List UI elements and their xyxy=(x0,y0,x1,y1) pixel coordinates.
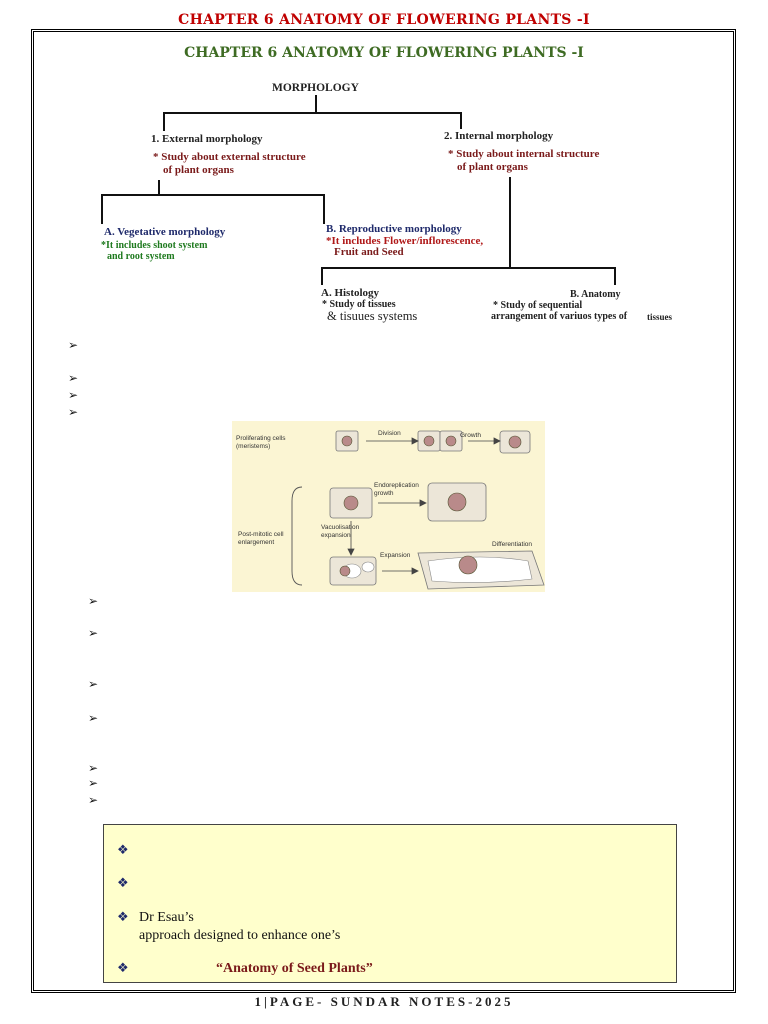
arrow-bullet: ➢ xyxy=(88,711,99,725)
connector-histology-v xyxy=(321,267,323,285)
connector-internal-h xyxy=(321,267,616,269)
page-border xyxy=(31,29,736,993)
node-external-title: 1. External morphology xyxy=(151,133,263,145)
label-expansion: Expansion xyxy=(380,552,411,559)
note-box: ❖ ❖ ❖ Dr Esau’s approach designed to enh… xyxy=(103,824,677,983)
arrow-bullet: ➢ xyxy=(68,338,79,352)
note-esau-line2: approach designed to enhance one’s xyxy=(139,928,341,943)
cell-growth-figure: Proliferating cells (meristems) Division… xyxy=(232,421,545,592)
label-growth: Growth xyxy=(460,432,481,439)
node-anatomy-title: B. Anatomy xyxy=(570,289,621,300)
connector-root-h xyxy=(163,112,462,114)
connector-external-down xyxy=(158,180,160,195)
node-external-desc2: of plant organs xyxy=(163,164,234,176)
arrow-bullet: ➢ xyxy=(88,793,99,807)
connector-root-v xyxy=(315,95,317,113)
diamond-bullet: ❖ xyxy=(117,876,129,891)
arrow-bullet: ➢ xyxy=(88,761,99,775)
diamond-bullet: ❖ xyxy=(117,843,129,858)
connector-external-v xyxy=(163,112,165,131)
arrow-bullet: ➢ xyxy=(88,677,99,691)
page-header-title: CHAPTER 6 ANATOMY OF FLOWERING PLANTS -I xyxy=(178,12,590,28)
arrow-bullet: ➢ xyxy=(88,594,99,608)
connector-internal-v xyxy=(460,112,462,129)
label-postmitotic: Post-mitotic cell enlargement xyxy=(238,531,284,546)
node-reproductive-desc2: Fruit and Seed xyxy=(334,246,404,258)
connector-anatomy-v xyxy=(614,267,616,285)
arrow-bullet: ➢ xyxy=(88,626,99,640)
arrow-bullet: ➢ xyxy=(88,776,99,790)
node-vegetative-desc2: and root system xyxy=(107,251,175,262)
node-histology-desc1: * Study of tissues xyxy=(322,299,396,310)
node-anatomy-desc1: * Study of sequential xyxy=(493,300,583,311)
connector-external-h xyxy=(101,194,325,196)
node-internal-title: 2. Internal morphology xyxy=(444,130,554,142)
node-reproductive-desc1: *It includes Flower/inflorescence, xyxy=(326,235,484,247)
node-vegetative-desc1: *It includes shoot system xyxy=(101,240,208,251)
diamond-bullet: ❖ xyxy=(117,910,129,925)
note-book-title: “Anatomy of Seed Plants” xyxy=(216,961,373,976)
chapter-title: CHAPTER 6 ANATOMY OF FLOWERING PLANTS -I xyxy=(184,45,584,61)
node-external-desc1: * Study about external structure xyxy=(153,151,306,163)
label-proliferating: Proliferating cells (meristems) xyxy=(236,435,286,450)
node-vegetative-title: A. Vegetative morphology xyxy=(104,226,226,238)
node-anatomy-desc3: tissues xyxy=(647,312,673,322)
label-vacuolisation: Vacuolisation expansion xyxy=(321,524,360,539)
node-morphology: MORPHOLOGY xyxy=(272,82,359,94)
connector-vegetative-v xyxy=(101,194,103,224)
note-esau-line1: Dr Esau’s xyxy=(139,910,194,925)
connector-reproductive-v xyxy=(323,194,325,224)
page-footer: 1|PAGE- SUNDAR NOTES-2025 xyxy=(254,994,514,1009)
cell-growth-drawing xyxy=(291,430,545,590)
arrow-bullet: ➢ xyxy=(68,371,79,385)
label-differentiation: Differentiation xyxy=(492,541,532,548)
node-internal-desc2: of plant organs xyxy=(457,161,528,173)
label-endoreplication: Endoreplication growth xyxy=(374,482,419,497)
node-histology-title: A. Histology xyxy=(321,287,380,299)
label-division: Division xyxy=(378,430,401,437)
node-anatomy-desc2: arrangement of variuos types of xyxy=(491,311,628,322)
node-internal-desc1: * Study about internal structure xyxy=(448,148,600,160)
connector-internal-down xyxy=(509,177,511,268)
node-reproductive-title: B. Reproductive morphology xyxy=(326,223,462,235)
arrow-bullet: ➢ xyxy=(68,405,79,419)
diamond-bullet: ❖ xyxy=(117,961,129,976)
arrow-bullet: ➢ xyxy=(68,388,79,402)
node-histology-desc2: & tisuues systems xyxy=(327,309,418,323)
